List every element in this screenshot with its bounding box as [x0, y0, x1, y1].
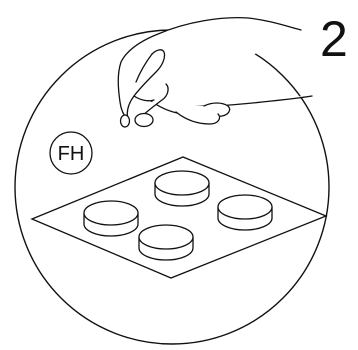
pad-right [218, 195, 272, 230]
pad-top [155, 171, 209, 206]
fh-badge: FH [50, 132, 92, 174]
fh-badge-label: FH [58, 143, 85, 165]
pad-left [84, 201, 138, 236]
step-number: 2 [320, 14, 348, 64]
hand-placing-pad-icon [118, 18, 312, 127]
pad-bottom [139, 225, 193, 260]
